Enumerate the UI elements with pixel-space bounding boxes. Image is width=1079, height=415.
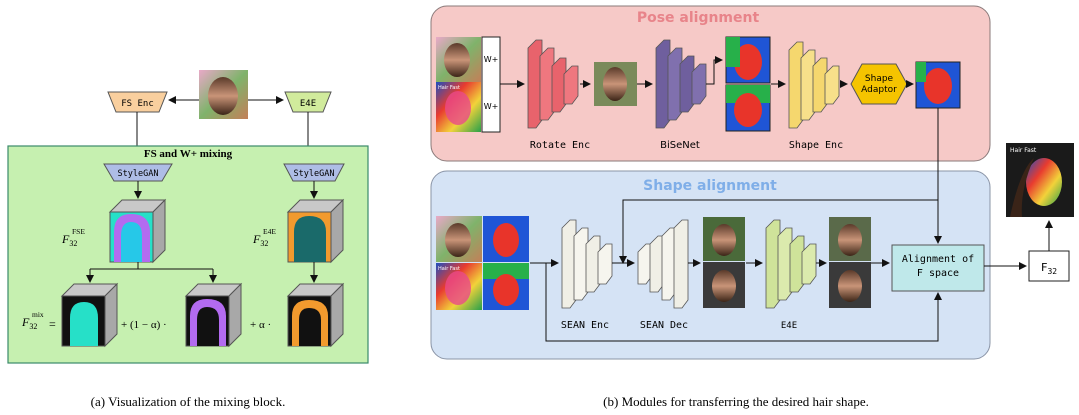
term-alpha: + α · (250, 319, 271, 331)
f32-output-block (1028, 250, 1070, 282)
bisenet-stack (655, 39, 707, 129)
sean-dec-label: SEAN Dec (640, 320, 688, 331)
caption-left: (a) Visualization of the mixing block. (91, 394, 286, 409)
fs-enc-label: FS Enc (121, 99, 154, 109)
shape-enc-label: Shape Enc (789, 140, 843, 151)
stylegan-right-block (283, 163, 345, 182)
f32-e4e-label: F32 (252, 232, 268, 248)
alignment-f-space-block (891, 244, 985, 292)
mix-cube-3 (286, 282, 345, 348)
equals-sign: = (49, 317, 56, 331)
pose-alignment-title: Pose alignment (637, 10, 760, 26)
sean-dec-stack (637, 219, 689, 309)
aligned-mask (915, 61, 961, 109)
decoded-faces (703, 217, 745, 308)
f32-fse-label: F32 (61, 232, 77, 248)
arrow-to-masks (706, 56, 723, 85)
fs-enc-block (107, 91, 168, 113)
output-hair-photo: Hair Fast (1006, 143, 1074, 217)
e4e-label: E4E (300, 99, 316, 109)
f32-fse-sup: FSE (72, 227, 85, 236)
w-plus-bottom: W+ (484, 102, 499, 111)
e4e-enc-stack (765, 219, 817, 309)
shape-photo-tag: Hair Fast (438, 266, 460, 272)
e4e-enc-label: E4E (781, 321, 797, 331)
mix-cube-1 (60, 282, 119, 348)
rotate-enc-stack (527, 39, 579, 129)
source-face-photo (199, 70, 248, 119)
mixing-box-title: FS and W+ mixing (144, 148, 233, 160)
pose-segmentation-masks (725, 36, 771, 132)
arrow-bottom-bypass (545, 263, 942, 342)
rotate-enc-label: Rotate Enc (530, 140, 590, 151)
e4e-block (284, 91, 332, 113)
stylegan-left-label: StyleGAN (118, 169, 159, 179)
f32-fse-cube (108, 198, 167, 264)
bisenet-label: BiSeNet (660, 140, 700, 151)
term-one-minus-alpha: + (1 − α) · (121, 319, 167, 331)
shape-enc-stack (788, 41, 840, 129)
f32-e4e-cube (286, 198, 345, 264)
shape-alignment-title: Shape alignment (643, 178, 777, 194)
f32-mix-label: F32 (21, 315, 37, 331)
stylegan-right-label: StyleGAN (294, 169, 335, 179)
output-photo-tag: Hair Fast (1010, 147, 1037, 154)
sean-enc-stack (561, 219, 613, 309)
rotated-face-photo (594, 62, 637, 106)
pose-photo-tag: Hair Fast (438, 85, 460, 91)
shape-input-grid: Hair Fast (436, 216, 529, 310)
mix-cube-2 (184, 282, 243, 348)
shape-adaptor-block (850, 63, 908, 105)
hair-shape-modules-panel: Pose alignment Hair Fast W+ W+ Rotate En… (430, 5, 1074, 409)
f32-e4e-sup: E4E (263, 227, 276, 236)
pose-input-photos: Hair Fast W+ W+ (436, 36, 501, 133)
stylegan-left-block (103, 163, 173, 182)
caption-right: (b) Modules for transferring the desired… (603, 394, 869, 409)
w-plus-top: W+ (484, 55, 499, 64)
arrow-mask-to-sean-dec (619, 199, 938, 264)
f32-mix-sup: mix (32, 310, 44, 319)
mixing-block-panel: FS Enc E4E FS and W+ mixing StyleGAN Sty… (7, 70, 369, 409)
sean-enc-label: SEAN Enc (561, 320, 609, 331)
e4e-output-faces (829, 217, 871, 308)
